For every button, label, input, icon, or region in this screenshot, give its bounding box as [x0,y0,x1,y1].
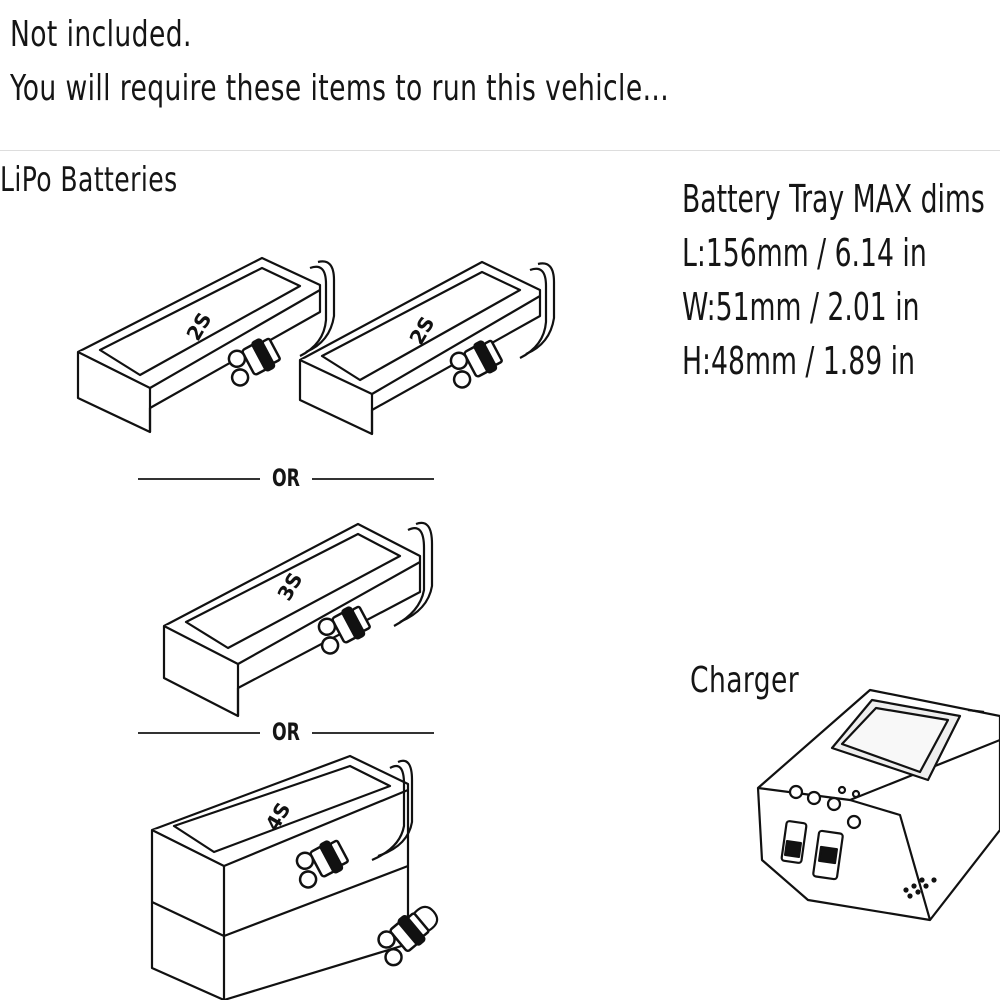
battery-4s [150,754,439,1000]
tray-dim-width: W:51mm / 2.01 in [682,285,920,329]
lipo-section-title: LiPo Batteries [0,160,178,200]
or-divider-line-right-2 [312,732,434,734]
or-separator-1: OR [272,464,300,492]
charger-illustration [756,688,1000,922]
tray-dim-length: L:156mm / 6.14 in [682,231,927,275]
tray-dim-height: H:48mm / 1.89 in [682,339,915,383]
battery-tray-dims: Battery Tray MAX dims L:156mm / 6.14 in … [682,172,985,388]
battery-3s [162,521,434,718]
tray-dims-title: Battery Tray MAX dims [682,177,985,221]
or-separator-2: OR [272,718,300,746]
charger-section-title: Charger [690,660,800,701]
or-divider-line-left-2 [138,732,260,734]
battery-2s-right [298,260,556,436]
header-not-included: Not included. [10,14,192,55]
section-divider [0,150,1000,151]
battery-2s-left [76,256,336,434]
or-divider-line-left-1 [138,478,260,480]
header-requirement-note: You will require these items to run this… [10,68,670,109]
or-divider-line-right-1 [312,478,434,480]
